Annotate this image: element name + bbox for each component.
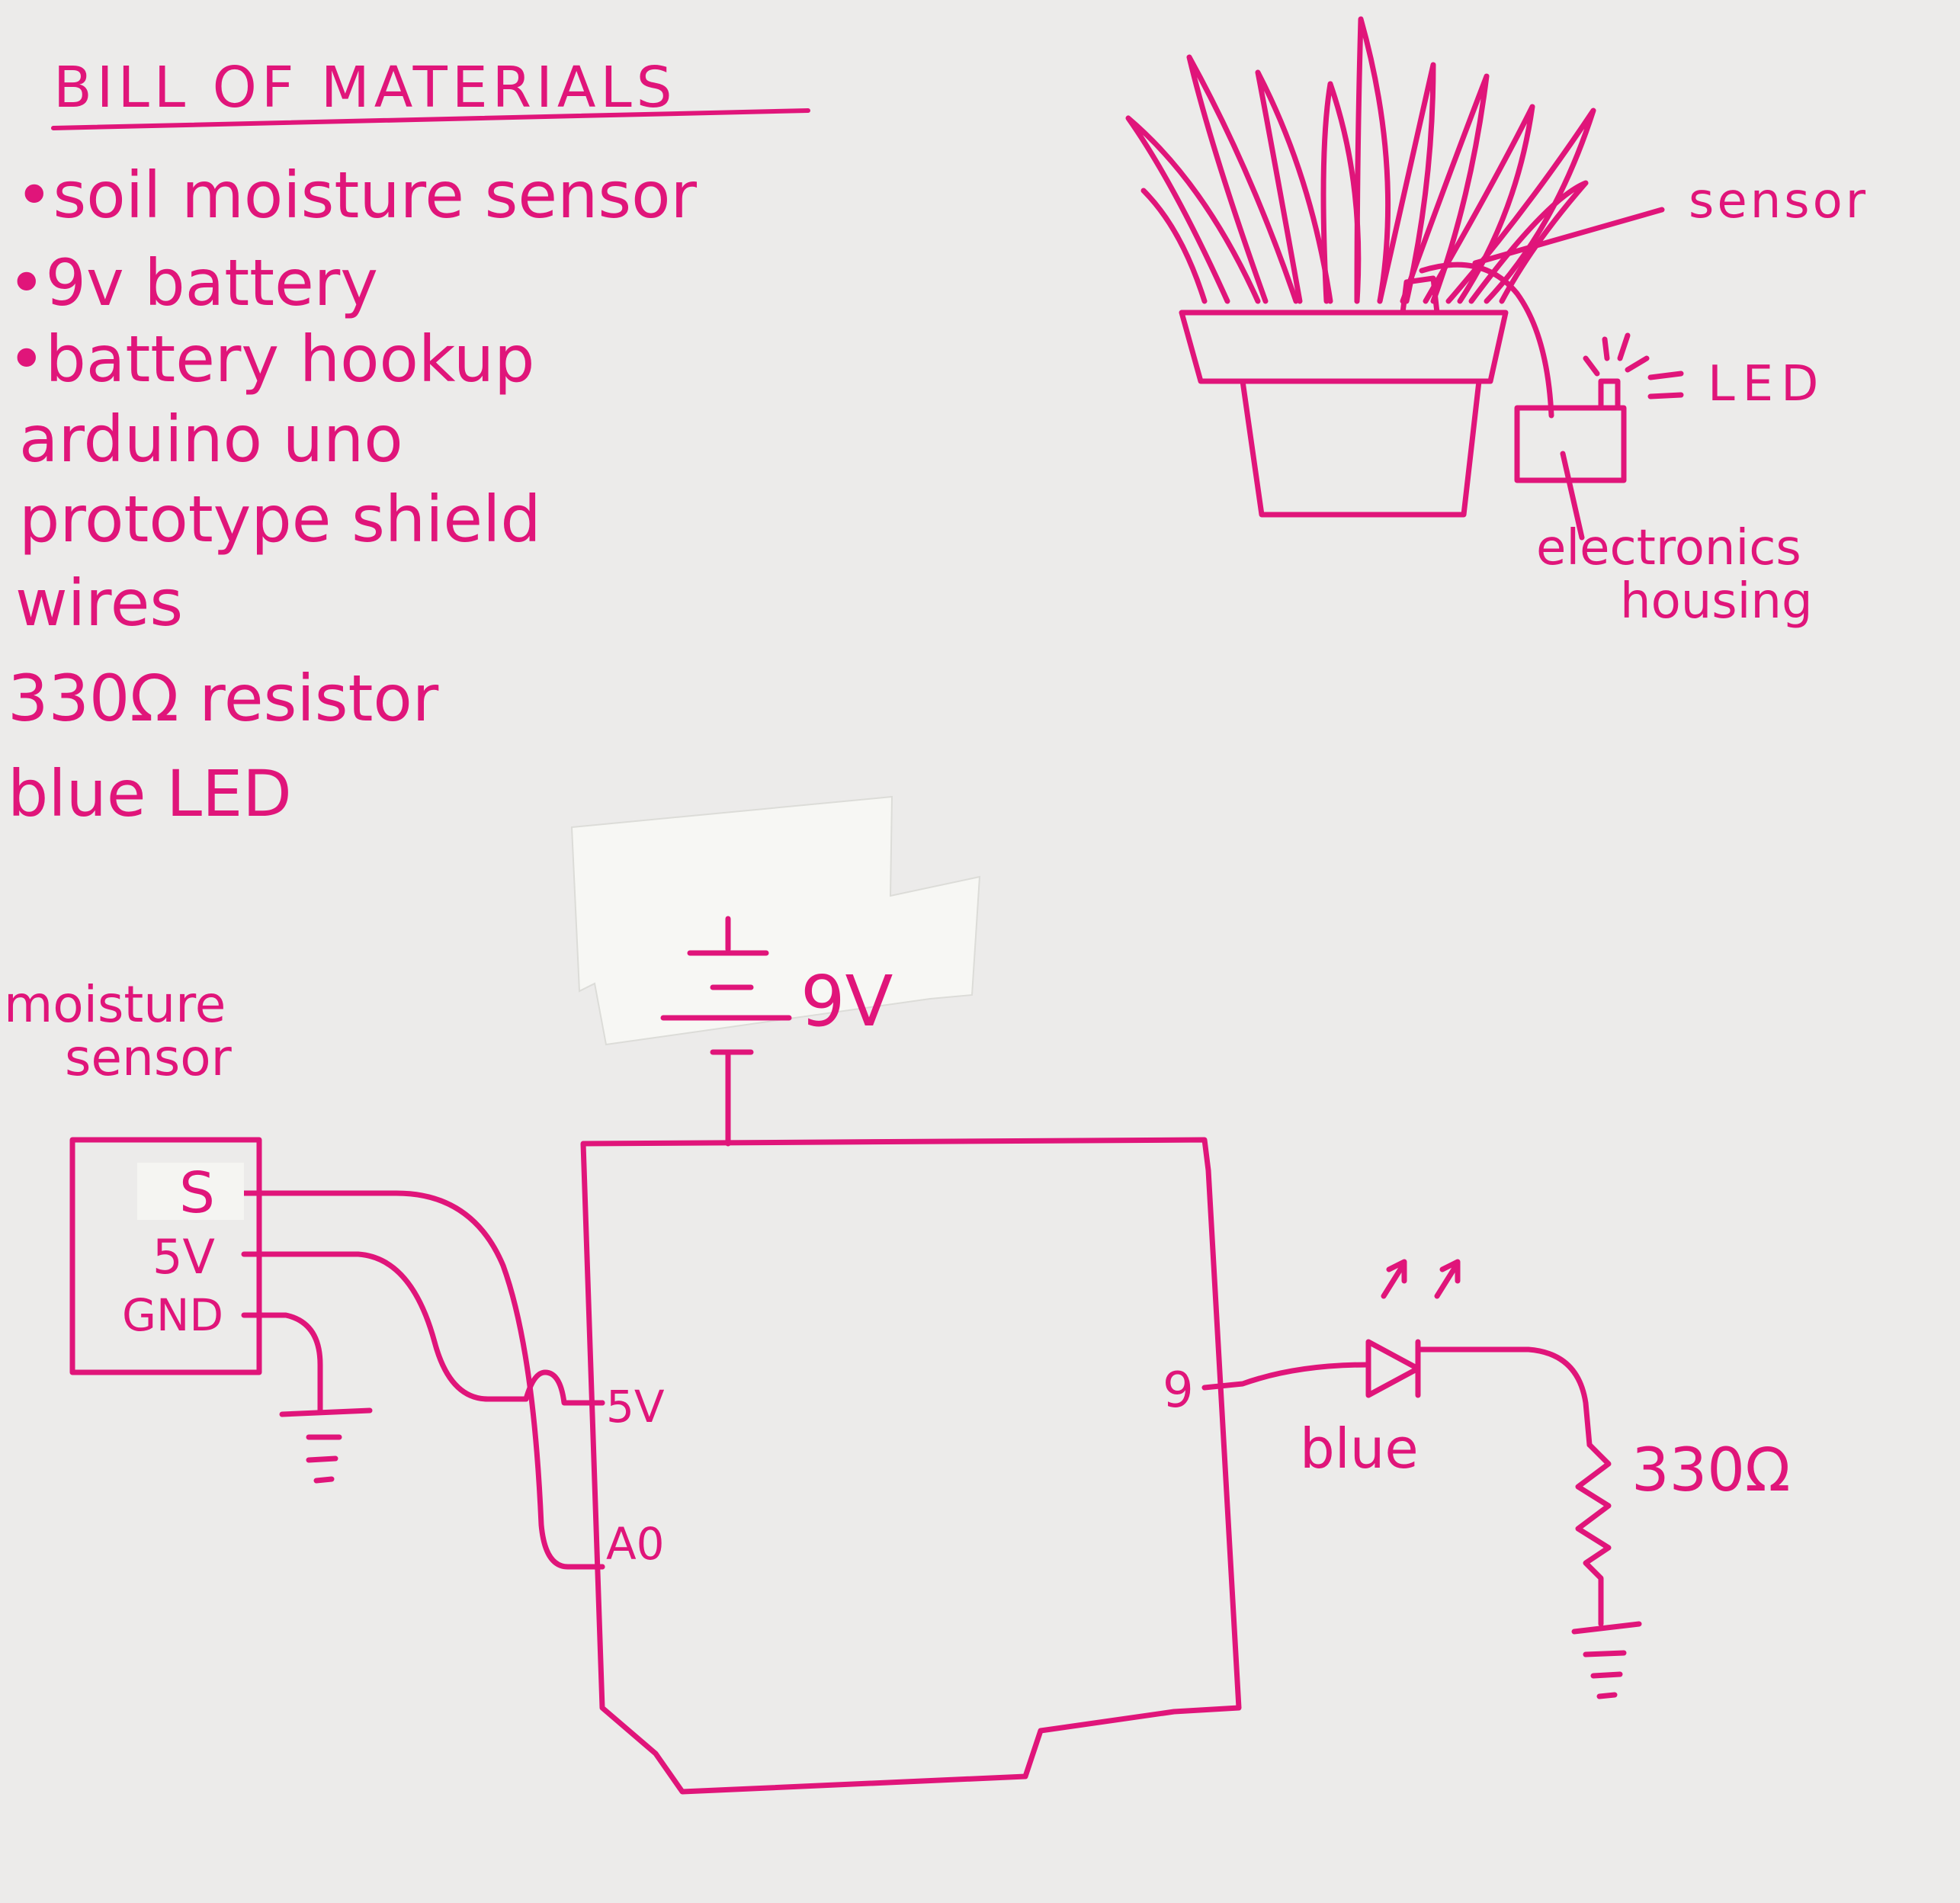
led-equals-line — [1647, 371, 1684, 380]
resistor-value-label: 330Ω — [1631, 1436, 1790, 1505]
arduino-pin-a0: A0 — [606, 1518, 665, 1570]
moisture-sensor-title-line2: sensor — [65, 1029, 233, 1087]
led-ray — [1617, 332, 1631, 361]
pin-label-tape — [137, 1163, 244, 1220]
pot-rim — [1179, 310, 1509, 384]
wire-5v-to-5v — [241, 1251, 605, 1406]
housing-label-line1: electronics — [1536, 520, 1801, 576]
led-ray — [1625, 355, 1650, 373]
wire-gnd — [241, 1312, 323, 1414]
led-ray — [1583, 355, 1600, 377]
arduino-board-outline — [580, 1137, 1242, 1795]
pot-body — [1240, 378, 1482, 518]
bom-item: arduino uno — [19, 402, 403, 477]
masking-tape — [570, 795, 981, 1046]
schematic — [69, 916, 1642, 1795]
bom-item: •soil moisture sensor — [15, 158, 697, 233]
bom-title-underline — [51, 108, 810, 130]
plant-leaves — [1125, 16, 1596, 304]
sensor-pin-gnd: GND — [122, 1289, 223, 1341]
bom-item: 330Ω resistor — [8, 661, 439, 736]
sensor-probe — [1400, 275, 1440, 316]
sensor-ground-symbol — [279, 1407, 373, 1484]
wire-led-to-resistor — [1415, 1346, 1593, 1448]
battery-symbol — [660, 916, 792, 1147]
arduino-pin-5v: 5V — [606, 1381, 665, 1433]
led-ground-symbol — [1571, 1621, 1642, 1699]
housing-label-line2: housing — [1620, 573, 1813, 630]
battery-label: 9V — [800, 961, 893, 1042]
wire-s-to-a0 — [241, 1190, 605, 1570]
plant-sketch — [1125, 16, 1684, 541]
resistor-symbol — [1575, 1442, 1612, 1627]
led-color-label: blue — [1300, 1417, 1419, 1481]
sensor-cable — [1419, 262, 1554, 419]
led-symbol — [1365, 1259, 1461, 1398]
led-ray — [1602, 336, 1610, 361]
sensor-label: sensor — [1689, 173, 1869, 229]
led-label: LED — [1708, 356, 1826, 412]
bill-of-materials: BILL OF MATERIALS •soil moisture sensor … — [8, 55, 810, 831]
housing-led — [1598, 378, 1621, 411]
bom-title: BILL OF MATERIALS — [53, 55, 677, 120]
led-equals-line — [1647, 392, 1684, 400]
sensor-pin-s: S — [179, 1160, 215, 1226]
bom-item: blue LED — [8, 756, 292, 831]
bom-item: wires — [15, 566, 183, 640]
bom-item: •9v battery — [8, 245, 378, 320]
sensor-leader-line — [1472, 207, 1665, 266]
electronics-housing-box — [1514, 405, 1627, 483]
wire-pin9-to-led — [1201, 1362, 1371, 1391]
bom-item: prototype shield — [19, 482, 541, 557]
arduino-pin-9: 9 — [1163, 1362, 1194, 1419]
moisture-sensor-title-line1: moisture — [4, 975, 226, 1034]
sensor-pin-5v: 5V — [152, 1229, 215, 1285]
bom-item: •battery hookup — [8, 322, 534, 396]
housing-leader-line — [1560, 451, 1585, 541]
